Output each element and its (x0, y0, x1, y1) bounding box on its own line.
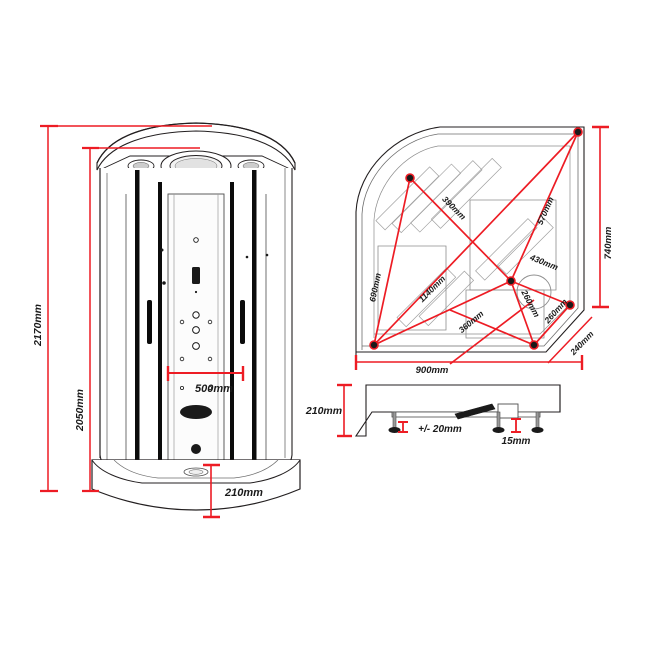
plan-node-top-right (573, 127, 583, 137)
plan-rect-right-upper (469, 199, 557, 291)
plan-rect-lower-right (465, 289, 545, 339)
front-shower-tray (91, 459, 301, 511)
dim-label-210-side: 210mm (305, 405, 342, 417)
plan-dimension-nodes (369, 127, 583, 350)
side-leg-1-stem (392, 411, 397, 429)
dim-label-900: 900mm (416, 365, 449, 376)
front-elevation-view: 2170mm 2050mm 500mm 210mm (32, 122, 301, 519)
dim-label-2050: 2050mm (74, 389, 86, 432)
plan-slat-7 (396, 267, 457, 328)
plan-slat-5 (475, 218, 538, 281)
plan-node-top-left (405, 173, 415, 183)
panel-shelf (180, 405, 212, 419)
door-handle-left[interactable] (147, 300, 152, 344)
dim-line-360-seg (449, 309, 535, 346)
side-dimension-210: 210mm (305, 383, 352, 438)
plan-slat-1 (375, 166, 440, 231)
side-legs (388, 411, 544, 433)
panel-jet-side-6 (207, 385, 212, 390)
tray-inner-rim (113, 459, 279, 479)
front-dimension-210: 210mm (203, 463, 263, 519)
plan-node-right (565, 300, 575, 310)
plan-dimension-740: 740mm (592, 125, 614, 309)
plan-drain-circle (516, 274, 552, 310)
door-frame-left-inner (158, 182, 162, 470)
panel-jet-side-2 (207, 319, 213, 325)
panel-jet-2 (192, 326, 200, 334)
dim-line-430 (510, 280, 571, 306)
dim-line-1140-upper-seg (409, 177, 512, 282)
door-fitting-dot-3 (245, 255, 249, 259)
dim-label-2170: 2170mm (32, 304, 44, 347)
plan-node-bottom-left (369, 340, 379, 350)
front-glass-doors (135, 170, 269, 470)
door-fitting-dot-2 (162, 281, 166, 285)
front-dimension-2170: 2170mm (32, 124, 212, 493)
dim-label-leg-adjust: +/- 20mm (418, 424, 462, 435)
door-frame-right-outer (252, 170, 257, 470)
dim-240-line (547, 316, 593, 364)
plan-dimension-network (373, 131, 579, 365)
panel-jet-1 (192, 311, 200, 319)
panel-nozzle-top (193, 237, 199, 243)
roof-top-edge (96, 122, 296, 164)
side-leg-1-foot (388, 427, 401, 433)
side-dimension-leg-adjust: +/- 20mm (398, 421, 462, 435)
dim-line-360 (449, 299, 535, 365)
plan-slat-3 (410, 160, 483, 233)
dim-label-210-front: 210mm (224, 487, 263, 499)
plan-internal-outlines (377, 199, 557, 339)
plan-node-center (506, 276, 516, 286)
side-pump-box (497, 403, 519, 419)
plan-node-bottom-right (529, 340, 539, 350)
tray-drain-inner (188, 469, 204, 475)
dim-line-260b (533, 304, 571, 346)
plan-slat-6 (496, 217, 554, 275)
panel-jet-side-1 (179, 319, 185, 325)
front-dimension-2050: 2050mm (74, 146, 200, 493)
door-fitting-dot-4 (265, 253, 269, 257)
side-leg-2-foot (492, 427, 505, 433)
dim-line-690 (373, 177, 411, 346)
dim-line-1140-main (373, 131, 579, 346)
plan-slat-group-upper (375, 157, 502, 234)
front-dimension-500: 500mm (166, 366, 245, 395)
dim-line-1140-lower (373, 280, 512, 346)
dim-label-740: 740mm (603, 226, 614, 259)
door-frame-right-inner (230, 182, 234, 470)
side-leg-2-stem (496, 411, 501, 429)
plan-dimension-900: 900mm (354, 355, 584, 376)
panel-jet-3 (192, 342, 200, 350)
front-control-panel (167, 193, 225, 467)
plan-inner-boundary (373, 145, 571, 338)
dim-line-570 (510, 131, 579, 282)
plan-slat-group-right (475, 217, 554, 281)
side-dimension-15: 15mm (502, 418, 531, 447)
side-section-view: 210mm +/- 20mm 15mm (305, 383, 561, 447)
panel-display (192, 267, 200, 284)
door-frame-left-outer (135, 170, 140, 470)
side-leg-3-stem (535, 411, 540, 429)
panel-indicator-dot (194, 290, 198, 294)
panel-jet-side-5 (179, 385, 184, 390)
dim-label-15: 15mm (502, 436, 531, 447)
door-handle-right[interactable] (240, 300, 245, 344)
panel-jet-side-4 (207, 356, 213, 362)
door-fitting-dot-1 (160, 248, 164, 252)
side-diagonal-brace (454, 403, 496, 420)
plan-slat-4 (430, 157, 502, 229)
dim-line-260a (510, 280, 535, 346)
plan-rect-left-lower (377, 245, 447, 331)
panel-bottom-outlet (191, 444, 201, 454)
plan-tray-inner-outline (361, 133, 579, 350)
dim-label-500: 500mm (195, 383, 233, 395)
side-leg-3-foot (531, 427, 544, 433)
panel-jet-side-3 (179, 356, 185, 362)
top-plan-view: 390mm 570mm 430mm 690mm 1140mm 360mm 260… (354, 125, 614, 376)
